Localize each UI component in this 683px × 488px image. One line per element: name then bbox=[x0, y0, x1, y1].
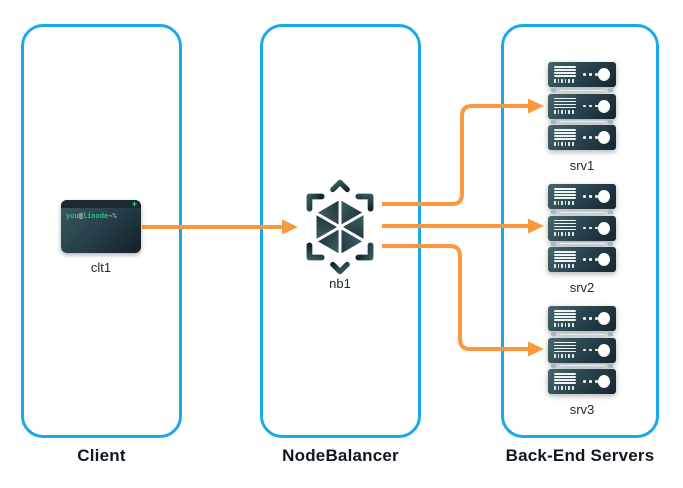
nb-arrows bbox=[306, 179, 374, 275]
terminal-prompt: you@linode~% bbox=[61, 208, 141, 220]
server-node-srv1 bbox=[548, 62, 616, 150]
server-unit-icon bbox=[548, 62, 616, 87]
zone-client bbox=[21, 24, 182, 438]
server-vents bbox=[554, 188, 577, 205]
server-divider bbox=[548, 87, 616, 94]
terminal-titlebar: + bbox=[61, 200, 141, 209]
server-dots bbox=[583, 73, 598, 76]
prompt-suffix: ~% bbox=[108, 212, 117, 220]
server-unit-icon bbox=[548, 125, 616, 150]
server-knob-icon bbox=[597, 190, 610, 203]
prompt-host: linode bbox=[82, 212, 109, 220]
server-divider bbox=[548, 209, 616, 216]
server-divider bbox=[548, 363, 616, 370]
server-divider bbox=[548, 119, 616, 126]
server-node-srv2 bbox=[548, 184, 616, 272]
label-nb1: nb1 bbox=[329, 276, 351, 291]
label-srv2: srv2 bbox=[569, 280, 595, 295]
label-srv3: srv3 bbox=[569, 402, 595, 417]
prompt-user: you bbox=[66, 212, 79, 220]
prompt-at: @ bbox=[78, 212, 83, 220]
server-dots bbox=[583, 317, 598, 320]
server-knob-icon bbox=[597, 131, 610, 144]
server-unit-icon bbox=[548, 247, 616, 272]
server-knob-icon bbox=[597, 221, 610, 235]
zone-nodebalancer bbox=[260, 24, 421, 438]
server-knob-icon bbox=[597, 312, 610, 325]
server-node-srv3 bbox=[548, 306, 616, 394]
zone-backend bbox=[501, 24, 659, 438]
server-dots bbox=[583, 258, 598, 261]
server-knob-icon bbox=[597, 68, 610, 81]
server-vents bbox=[554, 219, 577, 237]
nb-hexagon bbox=[313, 196, 367, 258]
server-unit-icon bbox=[548, 215, 616, 241]
label-clt1: clt1 bbox=[90, 260, 112, 275]
zone-title-nodebalancer: NodeBalancer bbox=[282, 446, 399, 465]
server-knob-icon bbox=[597, 375, 610, 388]
server-vents bbox=[554, 97, 577, 115]
zone-title-client: Client bbox=[77, 446, 126, 465]
server-dots bbox=[583, 348, 598, 352]
server-knob-icon bbox=[597, 343, 610, 357]
terminal-plus-icon: + bbox=[131, 200, 137, 209]
label-srv1: srv1 bbox=[569, 158, 595, 173]
server-dots bbox=[583, 226, 598, 230]
server-vents bbox=[554, 373, 577, 390]
server-dots bbox=[583, 380, 598, 383]
server-unit-icon bbox=[548, 369, 616, 394]
server-vents bbox=[554, 129, 577, 146]
server-dots bbox=[583, 195, 598, 198]
nodebalancer-icon bbox=[306, 179, 374, 275]
server-dots bbox=[583, 104, 598, 108]
server-vents bbox=[554, 341, 577, 359]
server-unit-icon bbox=[548, 93, 616, 119]
server-vents bbox=[554, 251, 577, 268]
client-terminal-icon: + you@linode~% bbox=[61, 200, 141, 253]
server-unit-icon bbox=[548, 337, 616, 363]
server-divider bbox=[548, 331, 616, 338]
server-dots bbox=[583, 136, 598, 139]
server-vents bbox=[554, 66, 577, 83]
server-unit-icon bbox=[548, 184, 616, 209]
server-knob-icon bbox=[597, 253, 610, 266]
server-vents bbox=[554, 310, 577, 327]
server-divider bbox=[548, 241, 616, 248]
server-unit-icon bbox=[548, 306, 616, 331]
server-knob-icon bbox=[597, 99, 610, 113]
zone-title-backend: Back-End Servers bbox=[505, 446, 655, 465]
